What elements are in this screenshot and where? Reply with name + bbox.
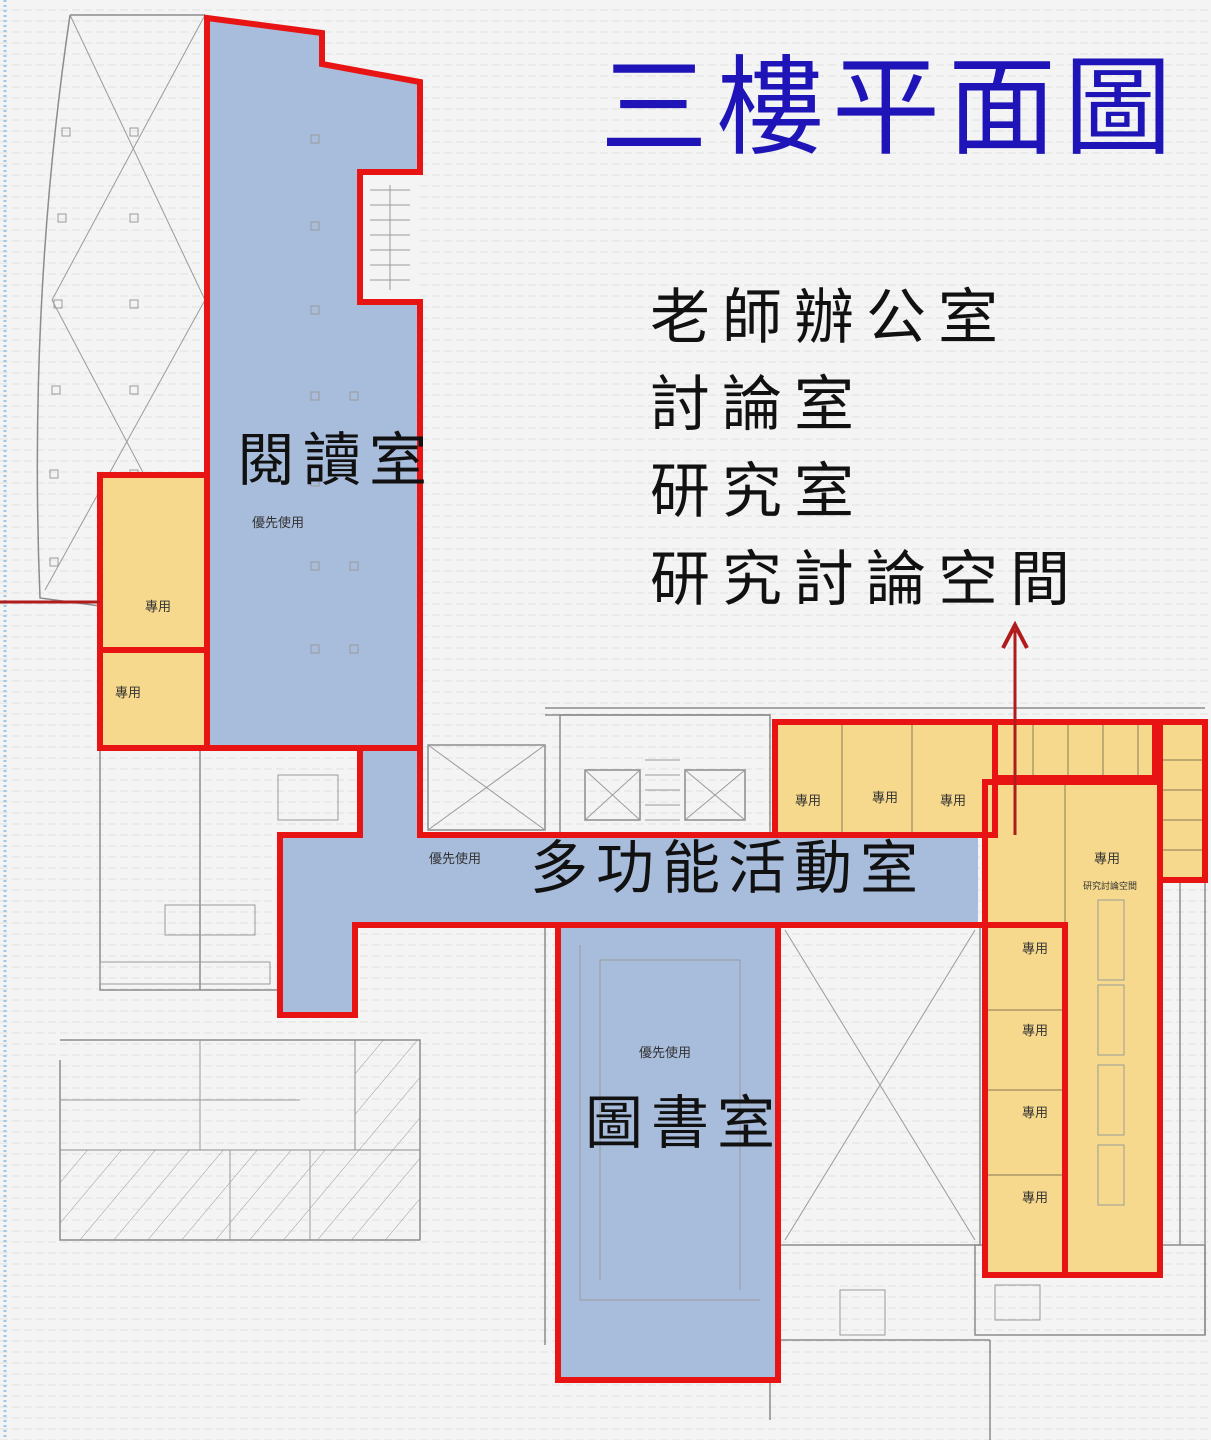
label-exclusive-east-1: 專用 xyxy=(1022,942,1048,957)
up-arrow-head xyxy=(1001,620,1029,649)
west-block-toilets xyxy=(99,961,271,985)
void-box xyxy=(427,744,546,831)
reading-room-area xyxy=(207,18,420,748)
reading-room-outline xyxy=(204,14,423,751)
east-research-block xyxy=(985,782,1160,1275)
core-stair-treads xyxy=(645,759,680,821)
west-elevator xyxy=(277,774,339,821)
room-label-multipurpose: 多功能活動室 xyxy=(530,834,926,902)
east-office-dividers xyxy=(985,782,1066,1275)
southwest-hatched-area xyxy=(59,1149,421,1241)
page-title: 三樓平面圖 xyxy=(600,46,1180,171)
library-shelving-lines xyxy=(579,945,760,1301)
label-exclusive-north-1: 專用 xyxy=(795,794,821,809)
north-classroom-dividers xyxy=(841,722,913,835)
west-classrooms-outline xyxy=(97,472,210,751)
north-office-dividers xyxy=(1032,722,1139,778)
research-desks xyxy=(1097,899,1125,1206)
label-exclusive-east-3: 專用 xyxy=(1022,1106,1048,1121)
reading-room-stair-treads xyxy=(370,185,410,290)
room-label-library: 圖書室 xyxy=(585,1089,783,1157)
southeast-stair xyxy=(994,1284,1041,1321)
elevator-1-cross xyxy=(584,769,641,821)
multipurpose-room-outline-south xyxy=(277,748,1065,1018)
up-arrow xyxy=(1001,620,1029,835)
label-priority-library: 優先使用 xyxy=(639,1045,691,1061)
shared-use-areas xyxy=(207,18,978,1380)
elevator-1 xyxy=(584,769,641,821)
room-outlines xyxy=(97,14,1208,1383)
southwest-partitions xyxy=(60,1040,311,1240)
northeast-offices xyxy=(1160,722,1205,880)
small-labels: 優先使用 優先使用 優先使用 專用 專用 專用 專用 專用 專用 研究討論空間 … xyxy=(115,515,1137,1206)
west-block-wall xyxy=(99,748,280,991)
legend-item-discussion-room: 討論室 xyxy=(650,370,866,440)
label-priority-reading: 優先使用 xyxy=(252,515,304,531)
label-priority-corridor: 優先使用 xyxy=(429,851,481,867)
label-research-space: 研究討論空間 xyxy=(1083,880,1137,892)
north-offices-outline xyxy=(992,719,1158,781)
elevator-2 xyxy=(684,769,746,821)
legend-list: 老師辦公室 討論室 研究室 研究討論空間 xyxy=(650,283,1082,615)
atrium-wall xyxy=(36,14,205,607)
library-outline xyxy=(555,922,781,1383)
west-classroom-lower xyxy=(100,650,207,748)
label-exclusive-north-3: 專用 xyxy=(940,794,966,809)
legend-item-research-space: 研究討論空間 xyxy=(650,545,1082,615)
room-label-reading: 閱讀室 xyxy=(237,426,435,494)
east-void-cross xyxy=(784,929,976,1241)
atrium-columns xyxy=(49,127,139,567)
label-exclusive-west-2: 專用 xyxy=(115,686,141,701)
label-exclusive-east-2: 專用 xyxy=(1022,1024,1048,1039)
elevator-2-cross xyxy=(684,769,746,821)
multipurpose-room-area xyxy=(280,748,978,1015)
northeast-office-dividers xyxy=(1160,759,1205,851)
legend-item-teacher-office: 老師辦公室 xyxy=(650,283,1010,353)
reading-room-columns xyxy=(310,134,359,654)
west-classroom-upper xyxy=(100,475,207,650)
north-classrooms xyxy=(775,722,995,835)
label-exclusive-east-4: 專用 xyxy=(1022,1191,1048,1206)
label-exclusive-north-2: 專用 xyxy=(872,791,898,806)
label-exclusive-research: 專用 xyxy=(1094,852,1120,867)
north-offices xyxy=(995,722,1160,778)
multipurpose-room-outline-north xyxy=(417,748,775,838)
void-box-cross xyxy=(427,744,546,831)
east-offices-outline xyxy=(982,922,1068,1278)
label-exclusive-west-1: 專用 xyxy=(145,600,171,615)
south-small-room xyxy=(839,1289,886,1336)
library-area xyxy=(558,925,778,1380)
legend-item-research-room: 研究室 xyxy=(650,457,866,527)
west-block-room xyxy=(164,904,256,936)
dedicated-use-areas xyxy=(100,475,1205,1275)
southwest-hatched-strip xyxy=(354,1039,421,1151)
